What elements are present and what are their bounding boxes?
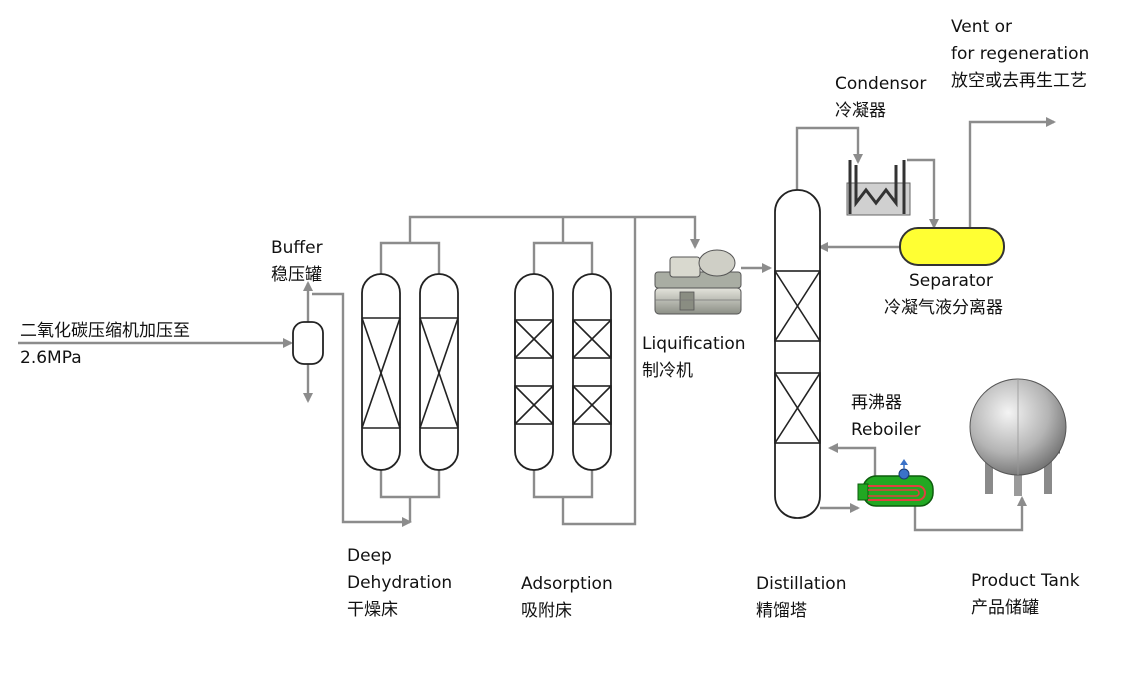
vent-label-en1: Vent or — [951, 17, 1013, 37]
buffer-label: Buffer 稳压罐 — [271, 235, 323, 289]
dehydration-label-en2: Dehydration — [347, 573, 453, 593]
chiller-unit — [654, 249, 742, 315]
top-main-header — [408, 215, 700, 249]
buffer-to-dehydration-pipe — [312, 292, 412, 527]
adsorption-bottom-header — [532, 468, 594, 499]
buffer-label-cn: 稳压罐 — [271, 265, 322, 285]
adsorption-return-pipe — [561, 217, 637, 526]
reboiler-return-pipe — [828, 443, 877, 476]
liquification-label-en: Liquification — [642, 334, 746, 354]
column-to-condensor-pipe — [795, 126, 863, 192]
vent-label: Vent or for regeneration 放空或去再生工艺 — [951, 14, 1089, 95]
condensor-label-en: Condensor — [835, 74, 927, 94]
reboiler-label-cn: 再沸器 — [851, 393, 902, 413]
feed-label-line2: 2.6MPa — [20, 348, 82, 368]
separator-label-cn: 冷凝气液分离器 — [884, 298, 1003, 318]
product-tank-label-en: Product Tank — [971, 571, 1080, 591]
separator-label-cn-wrap: 冷凝气液分离器 — [884, 295, 1003, 322]
adsorption-column-2 — [572, 273, 612, 471]
reboiler-label-en: Reboiler — [851, 420, 921, 440]
adsorption-column-1 — [514, 273, 554, 471]
separator-label-en: Separator — [909, 271, 993, 291]
reboiler — [857, 459, 934, 507]
condensor — [846, 160, 911, 216]
liquification-label-cn: 制冷机 — [642, 361, 693, 381]
liquification-label: Liquification 制冷机 — [642, 331, 746, 385]
reboiler-label: 再沸器 Reboiler — [851, 390, 921, 444]
vent-label-cn: 放空或去再生工艺 — [951, 71, 1087, 91]
distillation-label: Distillation 精馏塔 — [756, 571, 847, 625]
condensor-label-cn: 冷凝器 — [835, 101, 886, 121]
distillation-column — [774, 189, 821, 519]
condensor-to-separator-pipe — [907, 158, 939, 229]
feed-label: 二氧化碳压缩机加压至 2.6MPa — [20, 318, 190, 372]
product-tank-label-cn: 产品储罐 — [971, 598, 1039, 618]
dehydration-top-header — [379, 241, 441, 275]
dehydration-column-1 — [361, 273, 401, 471]
adsorption-label-en: Adsorption — [521, 574, 613, 594]
dehydration-label-en1: Deep — [347, 546, 392, 566]
adsorption-label: Adsorption 吸附床 — [521, 571, 613, 625]
adsorption-label-cn: 吸附床 — [521, 601, 572, 621]
product-tank-sphere — [969, 378, 1067, 496]
adsorption-top-header — [532, 241, 594, 275]
dehydration-label: Deep Dehydration 干燥床 — [347, 543, 452, 624]
dehydration-bottom-header — [379, 468, 441, 499]
separator-vessel — [899, 227, 1005, 266]
condensor-label: Condensor 冷凝器 — [835, 71, 926, 125]
dehydration-label-cn: 干燥床 — [347, 600, 398, 620]
feed-label-line1: 二氧化碳压缩机加压至 — [20, 321, 190, 341]
dehydration-column-2 — [419, 273, 459, 471]
vent-label-en2: for regeneration — [951, 44, 1090, 64]
distillation-label-cn: 精馏塔 — [756, 601, 807, 621]
distillation-label-en: Distillation — [756, 574, 847, 594]
buffer-label-en: Buffer — [271, 238, 323, 258]
vent-pipe — [968, 117, 1056, 229]
separator-label: Separator — [909, 268, 993, 295]
reboiler-to-tank-pipe — [913, 496, 1027, 532]
buffer-tank — [292, 321, 324, 365]
product-tank-label: Product Tank 产品储罐 — [971, 568, 1080, 622]
